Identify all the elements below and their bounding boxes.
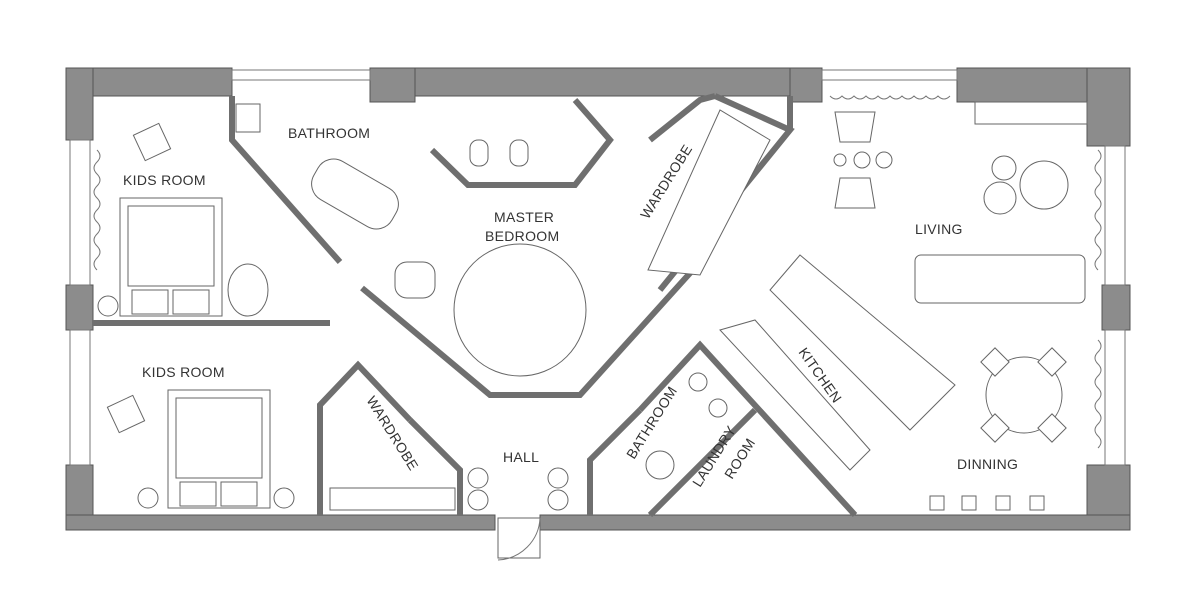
- exterior-walls: [65, 67, 1131, 531]
- label-master-bedroom-2: BEDROOM: [485, 228, 559, 244]
- windows: [69, 69, 1126, 466]
- label-dinning: DINNING: [957, 456, 1018, 472]
- label-kids-room-top: KIDS ROOM: [123, 172, 206, 188]
- furniture: [97, 101, 1088, 561]
- label-kids-room-bottom: KIDS ROOM: [142, 364, 225, 380]
- label-hall: HALL: [503, 449, 539, 465]
- label-living: LIVING: [915, 221, 963, 237]
- label-bathroom-top: BATHROOM: [288, 125, 370, 141]
- label-master-bedroom-1: MASTER: [494, 209, 554, 225]
- interior-walls: [93, 93, 858, 518]
